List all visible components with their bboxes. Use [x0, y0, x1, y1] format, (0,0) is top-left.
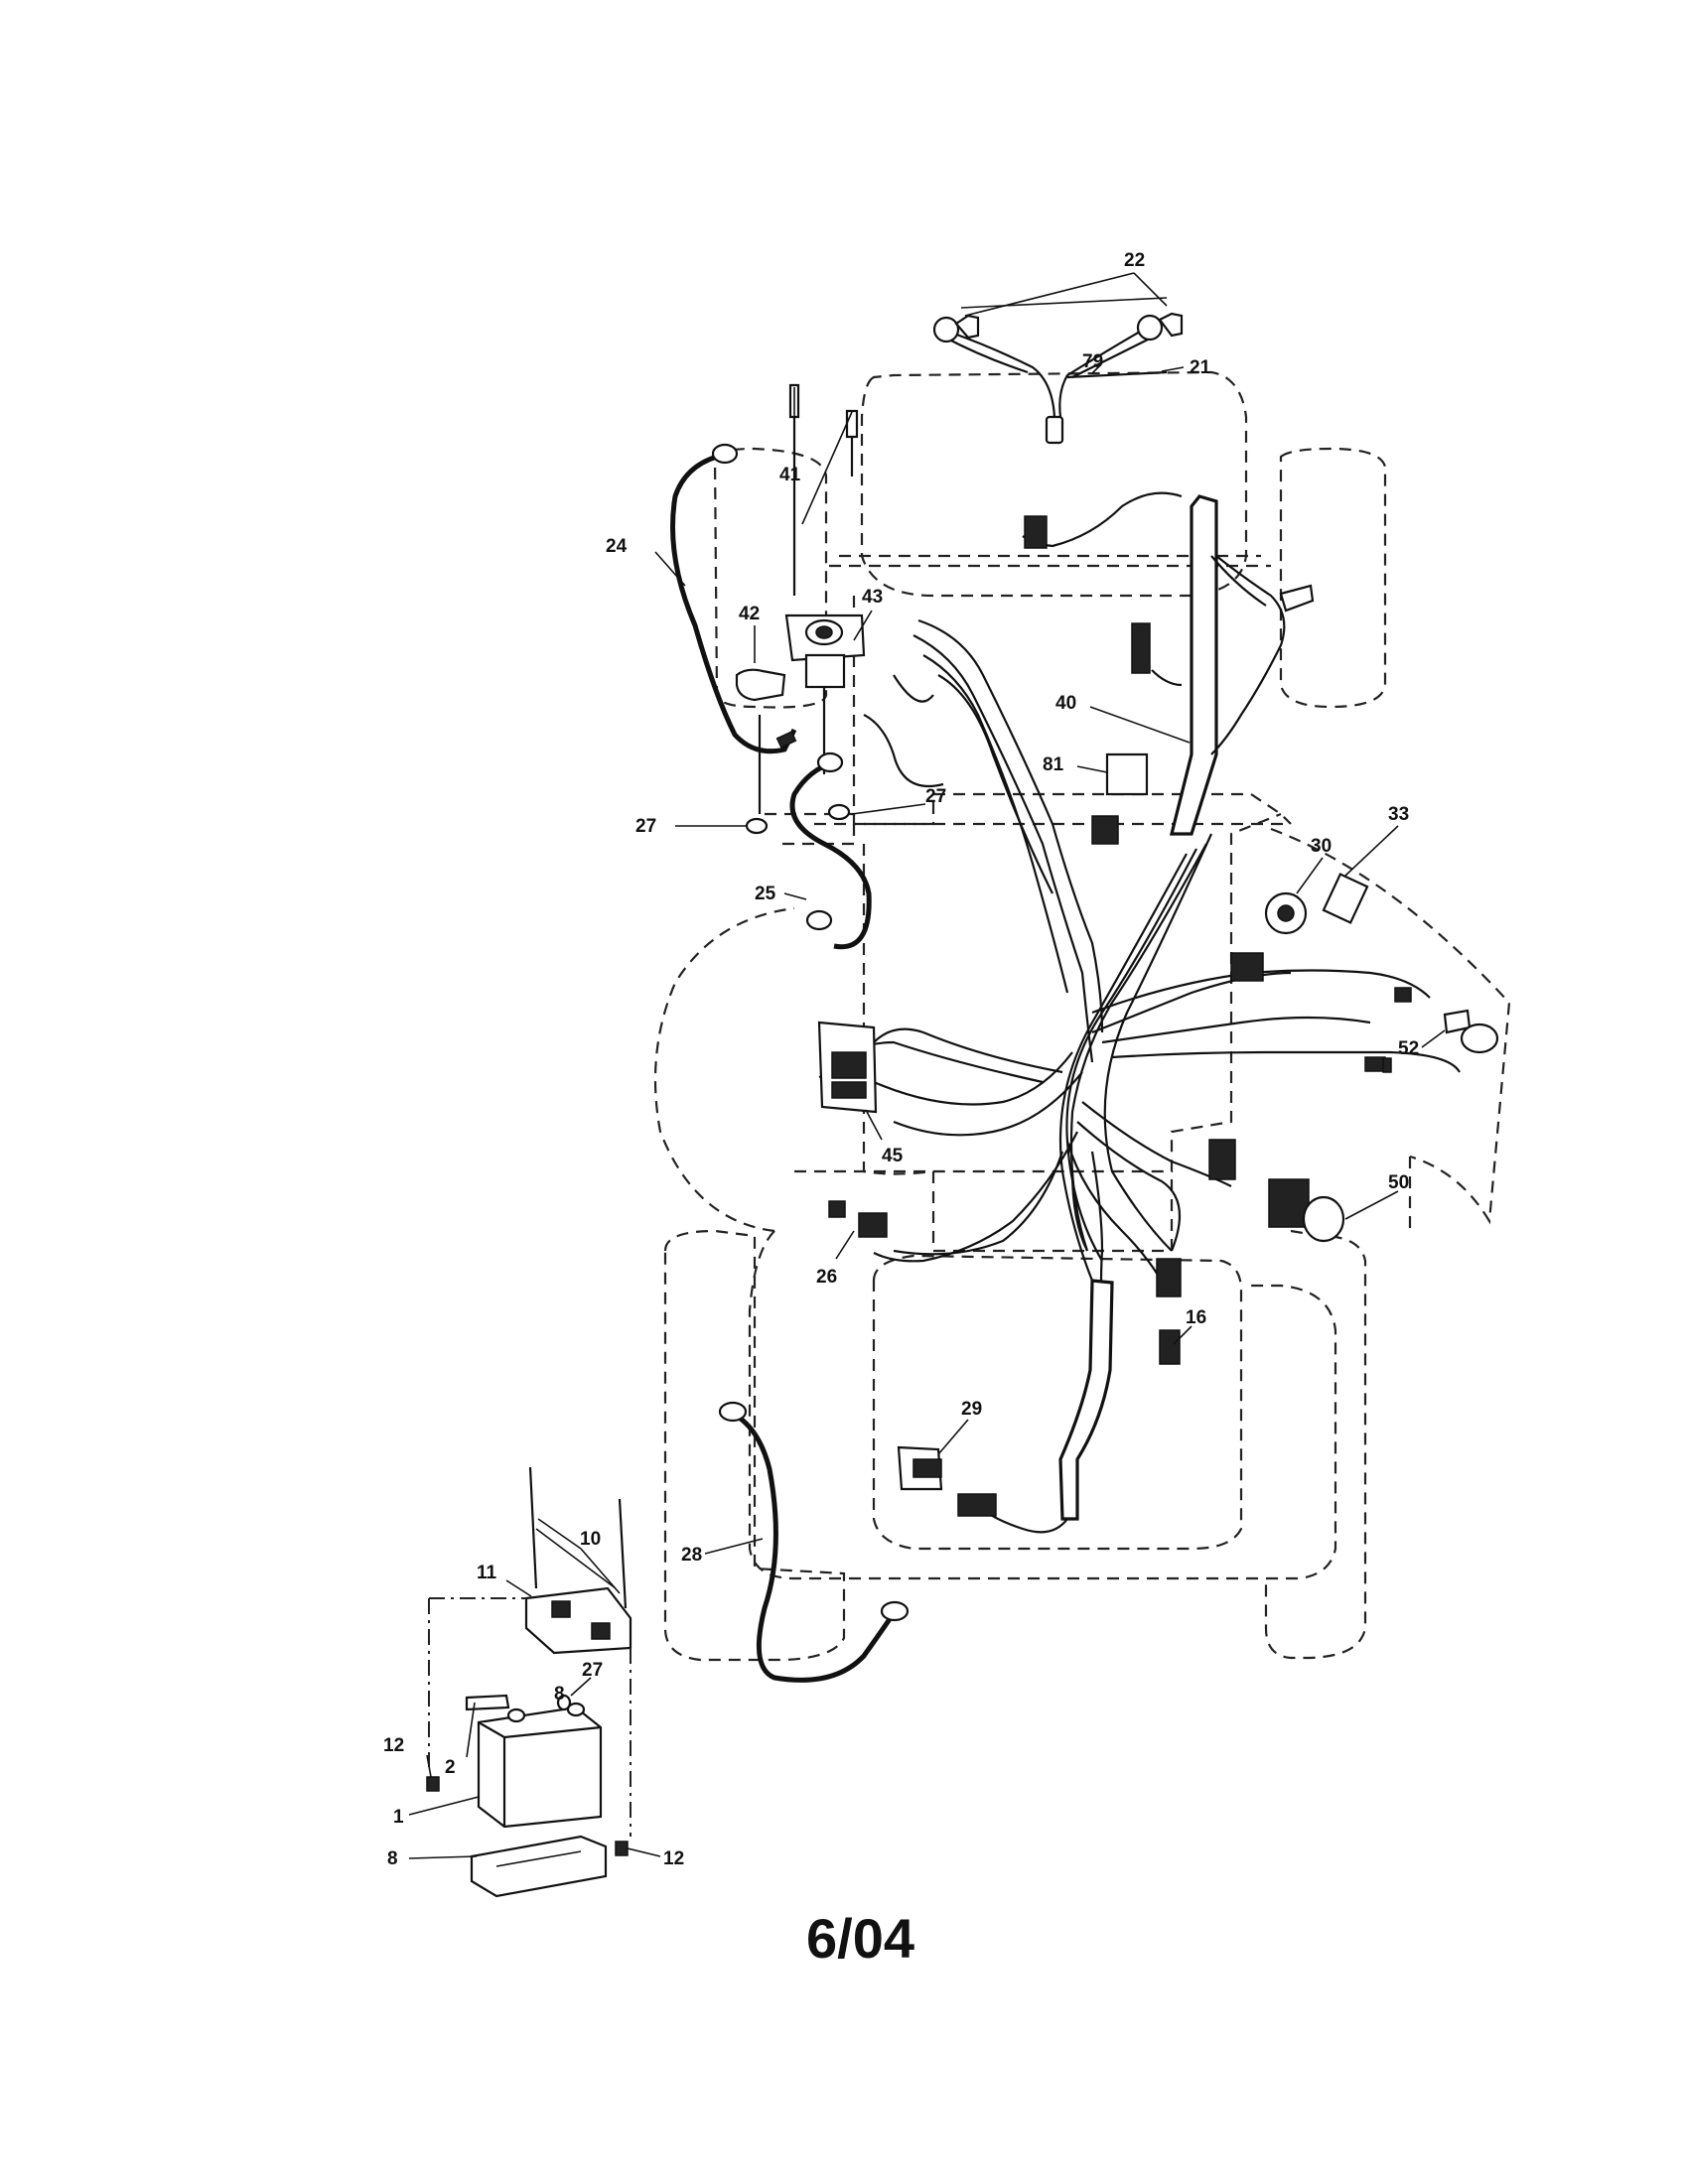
part-label-41: 41: [779, 465, 801, 485]
battery-cable-24: [670, 454, 797, 754]
part-label-25: 25: [755, 884, 776, 904]
battery-assembly: [426, 1466, 632, 1898]
part-label-11: 11: [477, 1563, 497, 1583]
part-label-22: 22: [1124, 250, 1145, 271]
part-label-27-right: 27: [925, 786, 946, 807]
part-number-labels: 22 79 21 41 24 43 42 40 81 27 27 33 30 2…: [383, 250, 1419, 1869]
switch-16: [1159, 1329, 1181, 1365]
ground-cable-28: [733, 1412, 897, 1683]
part-label-2: 2: [445, 1757, 456, 1778]
part-label-28: 28: [681, 1545, 702, 1566]
relay-81: [1105, 752, 1149, 796]
tractor-outline: [653, 370, 1511, 1662]
part-label-10: 10: [580, 1529, 601, 1550]
switch-33: [1322, 873, 1369, 924]
part-label-27-battery: 27: [582, 1660, 603, 1681]
part-label-40: 40: [1055, 693, 1076, 714]
part-label-43: 43: [862, 587, 883, 608]
main-wire-harness: [818, 618, 1461, 1311]
part-label-1: 1: [393, 1807, 404, 1828]
part-label-29: 29: [961, 1399, 982, 1420]
battery-cable-25: [789, 759, 872, 950]
part-label-12-right: 12: [663, 1848, 684, 1869]
connector-26: [828, 1200, 846, 1218]
part-label-81: 81: [1043, 754, 1064, 775]
headlight-assembly: [932, 297, 1184, 445]
part-label-33: 33: [1388, 804, 1409, 825]
ignition-switch-30: [1230, 891, 1308, 982]
fuse-holder-45: [817, 1021, 878, 1114]
part-label-45: 45: [882, 1146, 904, 1166]
part-label-12-left: 12: [383, 1735, 404, 1756]
part-label-24: 24: [606, 536, 628, 557]
part-label-42: 42: [739, 604, 760, 624]
harness-coil-40: [1022, 491, 1315, 836]
footer-date: 6/04: [806, 1907, 914, 1970]
part-label-21: 21: [1190, 357, 1211, 378]
part-label-16: 16: [1186, 1307, 1206, 1328]
part-label-27-left: 27: [635, 816, 656, 837]
part-label-8-upper: 8: [554, 1684, 565, 1705]
leader-lines: [408, 272, 1446, 1859]
part-label-50: 50: [1388, 1172, 1409, 1193]
part-label-30: 30: [1311, 836, 1332, 857]
part-label-52: 52: [1398, 1038, 1419, 1059]
harness-coil-29: [1058, 1279, 1114, 1521]
pto-switch-29: [897, 1445, 943, 1491]
part-label-8-lower: 8: [387, 1848, 398, 1869]
part-label-26: 26: [816, 1267, 837, 1288]
light-switch-50: [1268, 1178, 1345, 1243]
part-label-79: 79: [1082, 351, 1103, 372]
